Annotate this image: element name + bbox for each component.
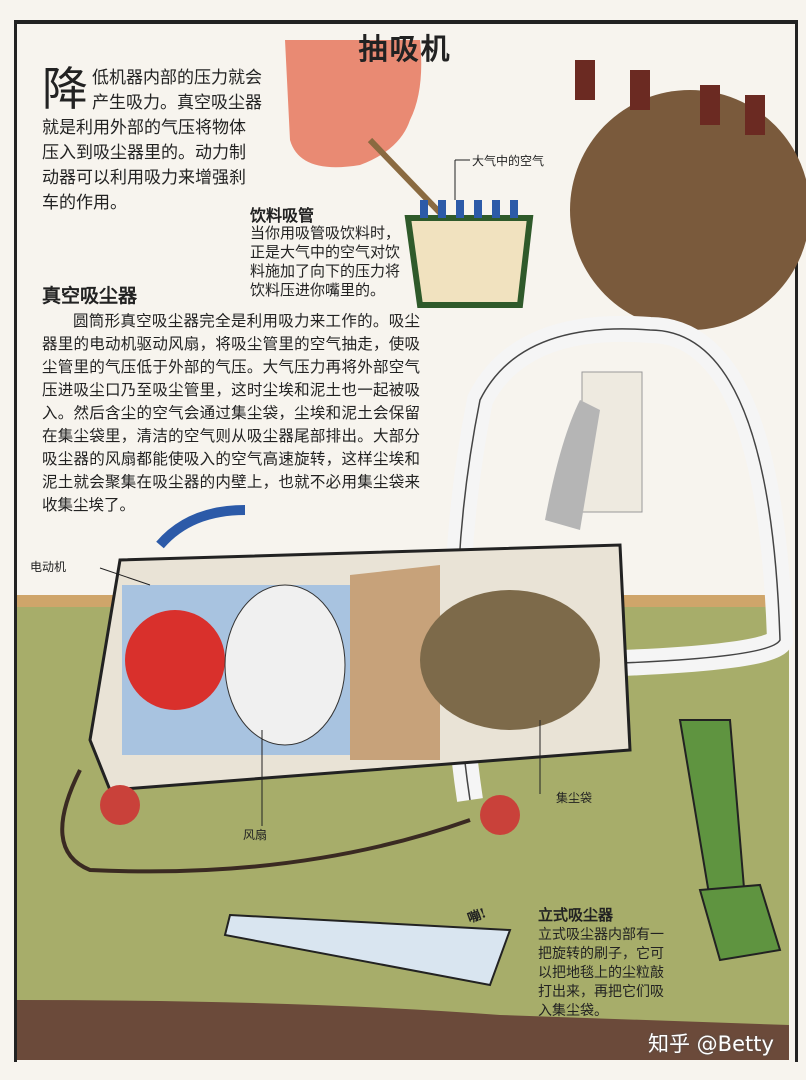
label-motor: 电动机 [30, 560, 67, 574]
filter-plate [350, 565, 440, 760]
power-cord [60, 769, 471, 874]
vacuum-text: 圆筒形真空吸尘器完全是利用吸力来工作的。吸尘器里的电动机驱动风扇，将吸尘管里的空… [42, 312, 420, 514]
cat [545, 400, 600, 530]
drop-cap: 降 [42, 62, 88, 116]
exhaust-arrow [156, 505, 246, 549]
watermark: 知乎 @Betty [648, 1032, 774, 1056]
floor-nozzle [223, 913, 512, 987]
label-fan: 风扇 [243, 828, 268, 842]
upright-heading: 立式吸尘器 [538, 906, 614, 924]
face [285, 40, 422, 168]
intro-text: 低机器内部的压力就会产生吸力。真空吸尘器就是利用外部的气压将物体压入到吸尘器里的… [42, 68, 262, 213]
dust-bag [420, 590, 600, 730]
label-atmospheric-air: 大气中的空气 [472, 154, 545, 168]
wheel [480, 795, 520, 835]
air-arrows [420, 200, 518, 218]
straw-text: 当你用吸管吸饮料时，正是大气中的空气对饮料施加了向下的压力将饮料压进你嘴里的。 [250, 224, 401, 299]
suction-cups [575, 60, 765, 135]
intro-paragraph: 降低机器内部的压力就会产生吸力。真空吸尘器就是利用外部的气压将物体压入到吸尘器里… [42, 66, 262, 216]
vacuum-heading: 真空吸尘器 [42, 285, 138, 307]
fan [224, 584, 346, 746]
upright-text: 立式吸尘器内部有一把旋转的刷子，它可以把地毯上的尘粒敲打出来，再把它们吸入集尘袋… [538, 927, 664, 1019]
cup [404, 215, 534, 308]
hanging-mouse [570, 90, 806, 330]
wheel [100, 785, 140, 825]
floorboard [17, 1000, 789, 1060]
page-title: 抽吸机 [358, 32, 452, 66]
title-rule [14, 20, 798, 24]
straw-heading: 饮料吸管 [250, 206, 315, 225]
motor [125, 610, 225, 710]
label-dust-bag: 集尘袋 [556, 791, 593, 805]
page-frame [14, 22, 798, 1062]
